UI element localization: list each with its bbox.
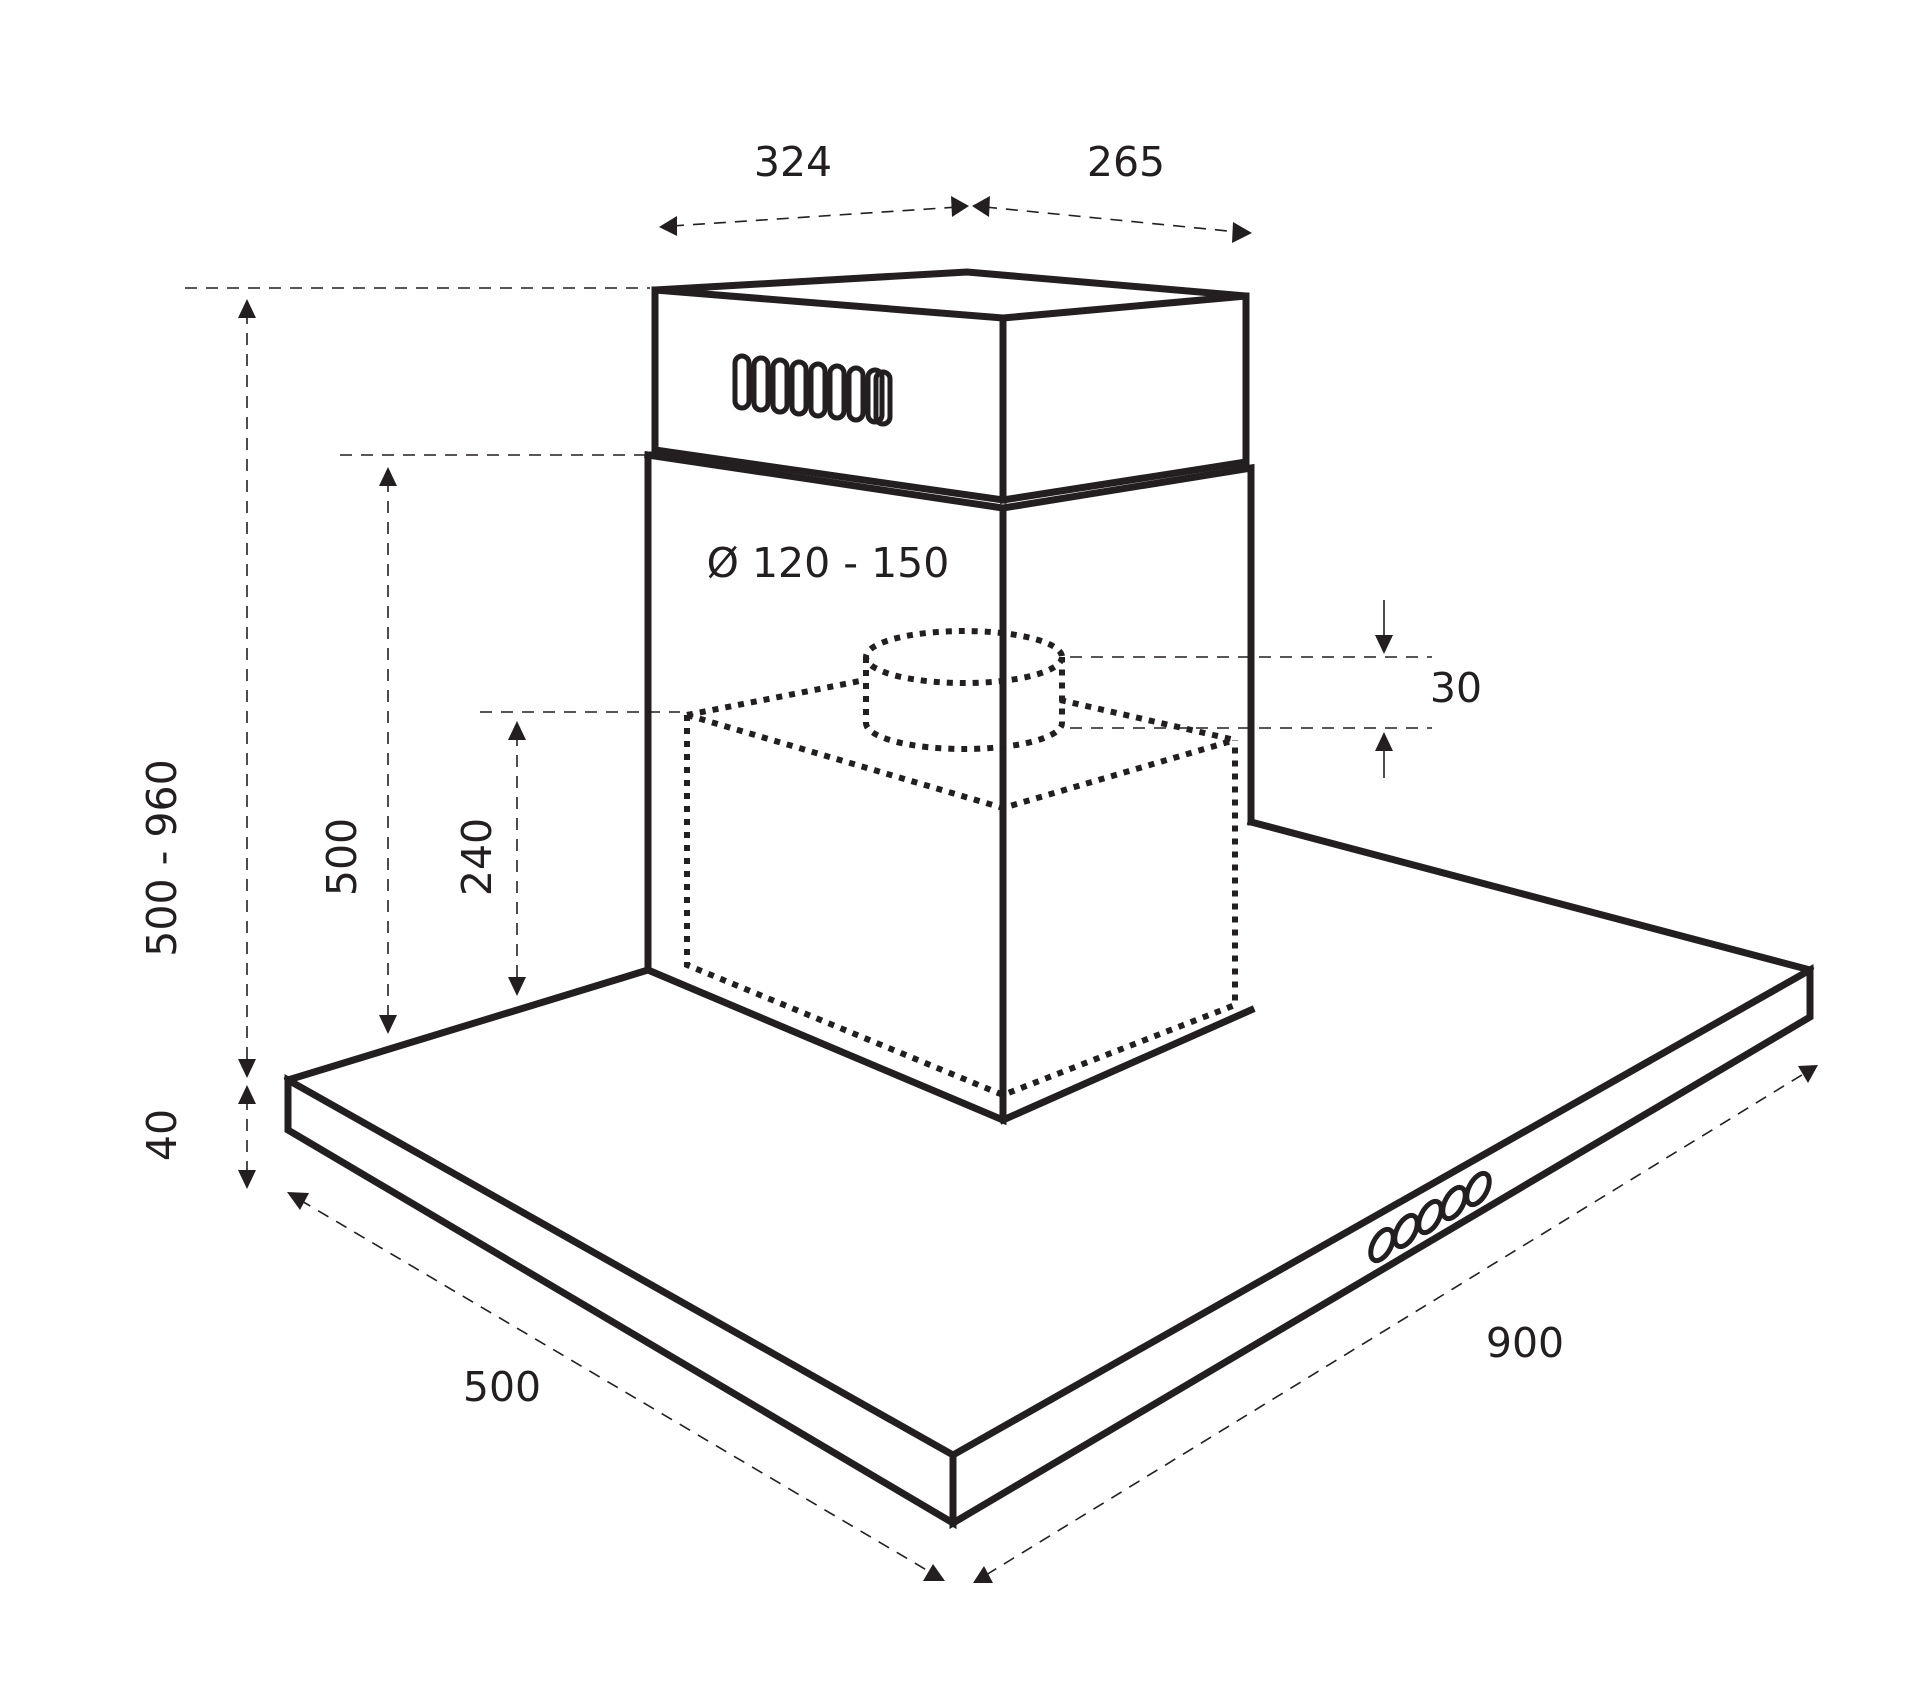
motor-housing-top-right bbox=[1059, 697, 1236, 743]
chimney-lower-right-face bbox=[998, 463, 1255, 826]
vent-slot bbox=[789, 359, 809, 417]
dimension-chimney-depth bbox=[972, 196, 1252, 243]
chimney-lower bbox=[644, 451, 1256, 1126]
label-motor-housing-height: 240 bbox=[453, 818, 501, 896]
vent-slot bbox=[751, 355, 771, 413]
canopy bbox=[283, 817, 1815, 1530]
motor-housing-front-face bbox=[684, 715, 1238, 1099]
outlet-collar-hidden bbox=[863, 628, 1065, 752]
label-canopy-depth: 500 bbox=[463, 1363, 541, 1411]
label-chimney-width: 324 bbox=[754, 138, 832, 186]
canopy-top-right-edge bbox=[1246, 817, 1815, 975]
vent-slots bbox=[732, 353, 893, 427]
control-buttons bbox=[1368, 1170, 1492, 1264]
dimension-chimney-width bbox=[659, 196, 969, 236]
vent-slot bbox=[770, 357, 790, 415]
canopy-top-left-edge bbox=[283, 965, 653, 1085]
dimension-canopy-depth bbox=[287, 1192, 945, 1581]
chimney-lower-bottom-right-edge bbox=[998, 1005, 1256, 1125]
chimney-upper bbox=[651, 268, 1250, 505]
label-outlet-diameter: Ø 120 - 150 bbox=[707, 539, 950, 587]
control-button bbox=[1440, 1184, 1468, 1222]
dimension-canopy-width bbox=[973, 1065, 1818, 1583]
vent-slot bbox=[846, 365, 866, 423]
outlet-collar-sides bbox=[863, 657, 1065, 752]
outlet-collar-top bbox=[863, 628, 1065, 686]
vent-slot bbox=[873, 369, 893, 427]
chimney-upper-front-face bbox=[651, 286, 1007, 505]
motor-housing-top-left bbox=[686, 677, 866, 718]
canopy-front-face bbox=[284, 1074, 957, 1530]
canopy-right-face bbox=[949, 963, 1814, 1530]
dimension-lower-chimney bbox=[379, 467, 397, 1034]
dimension-total-height bbox=[238, 299, 256, 1078]
label-total-height: 500 - 960 bbox=[138, 759, 186, 956]
label-canopy-width: 900 bbox=[1486, 1319, 1564, 1367]
label-lower-chimney-height: 500 bbox=[318, 818, 366, 896]
dimension-outlet-collar bbox=[1375, 600, 1393, 778]
vent-slot bbox=[808, 361, 828, 419]
vent-slot bbox=[827, 363, 847, 421]
control-button bbox=[1392, 1212, 1420, 1250]
motor-housing-hidden bbox=[684, 677, 1238, 1099]
label-outlet-collar-height: 30 bbox=[1430, 664, 1482, 712]
control-button bbox=[1368, 1226, 1396, 1264]
control-button bbox=[1416, 1198, 1444, 1236]
chimney-upper-right-face bbox=[999, 292, 1250, 504]
label-chimney-depth: 265 bbox=[1087, 138, 1165, 186]
dimension-motor-housing bbox=[508, 721, 526, 996]
chimney-upper-top-face bbox=[654, 268, 1247, 322]
label-canopy-thickness: 40 bbox=[138, 1109, 186, 1161]
motor-housing-front-top bbox=[686, 712, 1236, 812]
control-button bbox=[1464, 1170, 1492, 1208]
extension-lines bbox=[185, 287, 1432, 729]
vent-slot bbox=[732, 353, 752, 411]
dimension-canopy-thickness bbox=[238, 1085, 256, 1189]
